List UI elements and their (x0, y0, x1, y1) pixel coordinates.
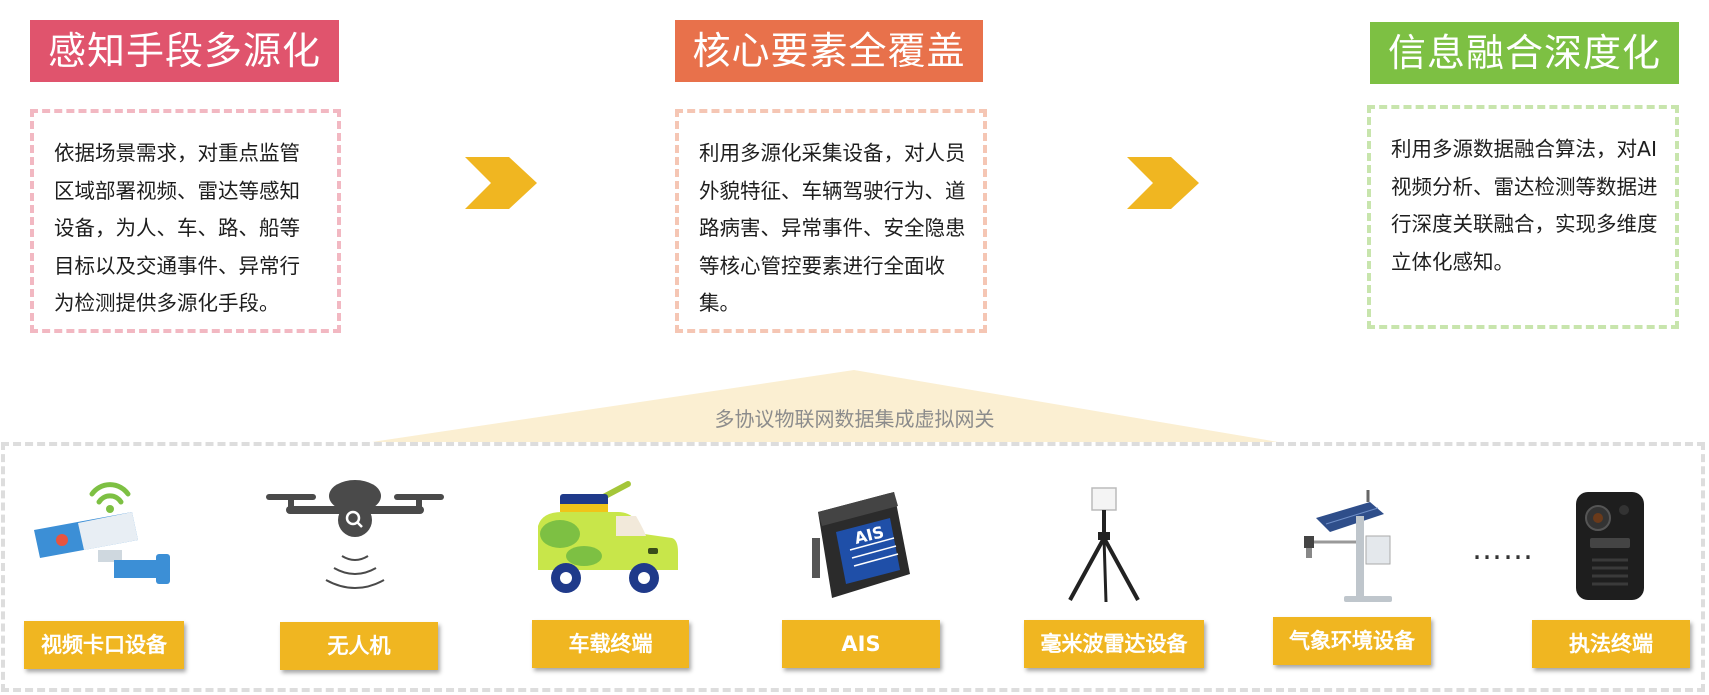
device-label-ais: AIS (782, 620, 940, 668)
device-label-law-enforcement: 执法终端 (1532, 620, 1690, 668)
device-label-video-checkpoint: 视频卡口设备 (24, 621, 184, 669)
body-camera-icon (1576, 492, 1644, 600)
stage-3-title: 信息融合深度化 (1387, 31, 1661, 75)
gateway-triangle (372, 370, 1278, 442)
stage-2-header: 核心要素全覆盖 (675, 20, 983, 82)
ellipsis: …… (1472, 532, 1534, 567)
device-label-drone: 无人机 (280, 622, 438, 670)
radar-tripod-icon (1068, 487, 1140, 603)
camera-icon (34, 482, 170, 584)
chevron-right-icon (465, 157, 537, 209)
ais-device-icon: AIS (812, 492, 910, 598)
stage-2-panel: 利用多源化采集设备，对人员 外貌特征、车辆驾驶行为、道 路病害、异常事件、安全隐… (675, 109, 987, 333)
stage-3-panel: 利用多源数据融合算法，对AI 视频分析、雷达检测等数据进 行深度关联融合，实现多… (1367, 105, 1679, 329)
vehicle-icon (538, 481, 678, 593)
stage-2-description: 利用多源化采集设备，对人员 外貌特征、车辆驾驶行为、道 路病害、异常事件、安全隐… (699, 141, 966, 315)
stage-1-panel: 依据场景需求，对重点监管 区域部署视频、雷达等感知 设备，为人、车、路、船等 目… (30, 109, 341, 333)
stage-2-title: 核心要素全覆盖 (692, 29, 966, 73)
stage-1-header: 感知手段多源化 (30, 20, 339, 82)
device-zone (1, 442, 1705, 692)
stage-3-header: 信息融合深度化 (1370, 22, 1679, 84)
gateway-label: 多协议物联网数据集成虚拟网关 (714, 407, 995, 431)
weather-station-icon (1304, 490, 1392, 602)
device-label-vehicle-terminal: 车载终端 (532, 620, 689, 668)
device-label-radar: 毫米波雷达设备 (1024, 620, 1204, 668)
drone-icon (266, 480, 444, 589)
stage-3-description: 利用多源数据融合算法，对AI 视频分析、雷达检测等数据进 行深度关联融合，实现多… (1391, 137, 1658, 274)
stage-1-title: 感知手段多源化 (47, 29, 321, 73)
device-label-weather: 气象环境设备 (1273, 617, 1431, 665)
chevron-right-icon (1127, 157, 1199, 209)
stage-1-description: 依据场景需求，对重点监管 区域部署视频、雷达等感知 设备，为人、车、路、船等 目… (54, 141, 300, 315)
